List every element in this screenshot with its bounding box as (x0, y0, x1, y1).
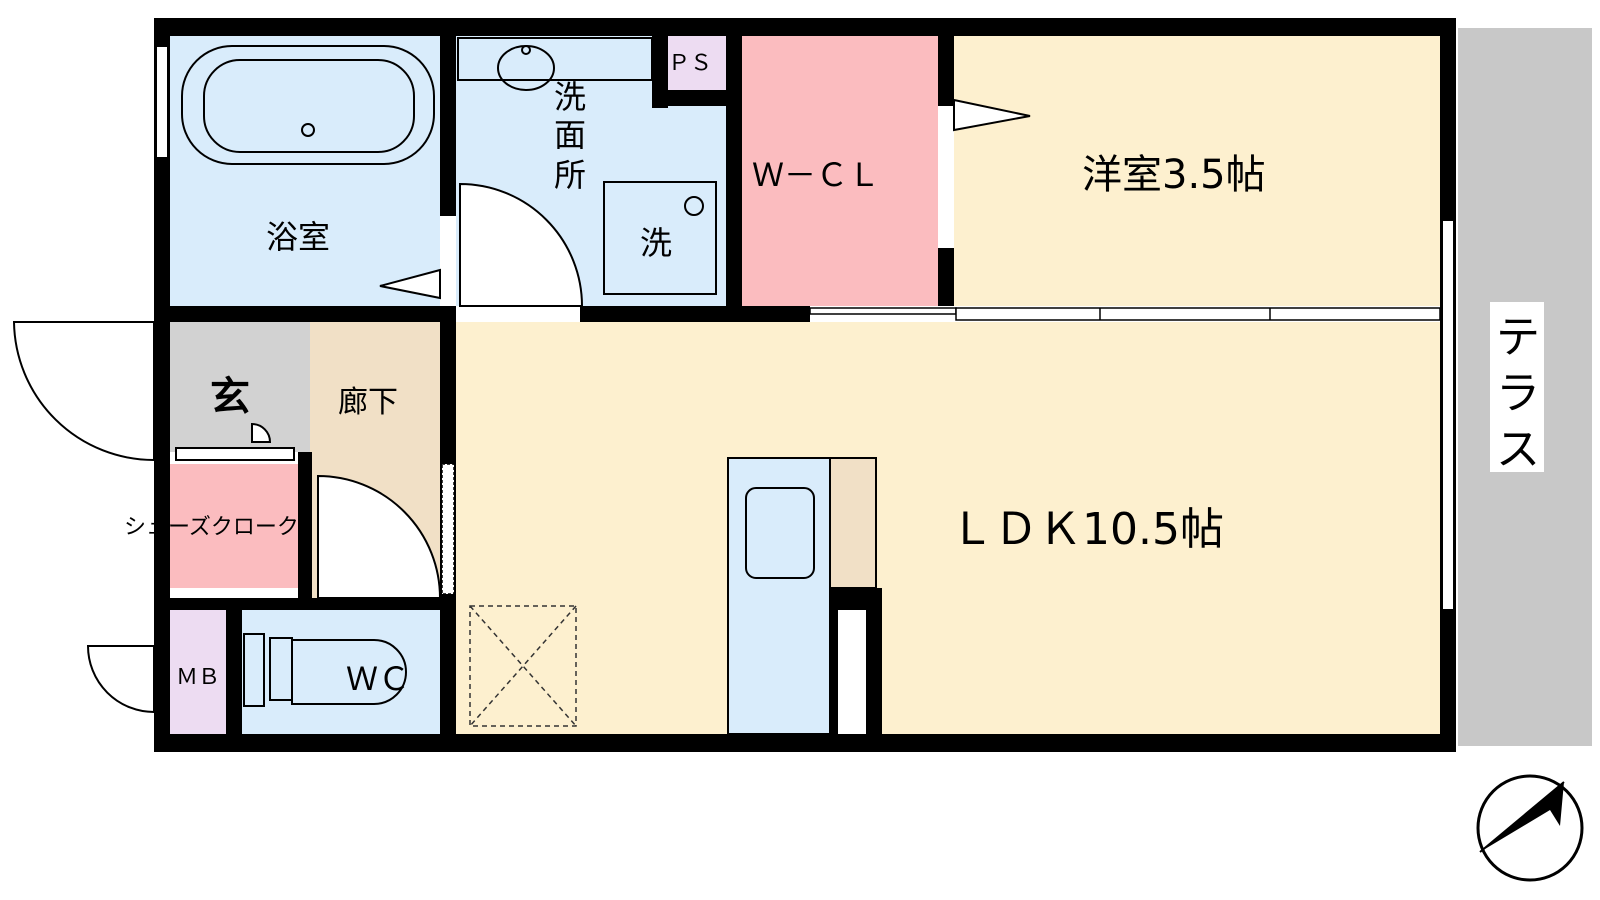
meter-box-label: ＭＢ (176, 665, 220, 690)
bath-label: 浴室 (266, 218, 330, 256)
terrace-label-2: ラ (1496, 368, 1540, 419)
ps-label: ＰＳ (668, 51, 712, 76)
toilet-floor (242, 610, 440, 734)
meter-box-floor (170, 610, 226, 734)
washroom-label-1: 洗 (554, 78, 586, 116)
interior-walls (170, 36, 954, 734)
door-swings (12, 98, 1031, 714)
ps-floor (668, 36, 726, 90)
terrace-label-3: ス (1496, 424, 1540, 475)
bath-floor (170, 36, 440, 306)
wash-basin (457, 37, 653, 91)
hallway-label: 廊下 (338, 385, 398, 420)
shoe-cloak-label: シューズクローク (124, 515, 299, 540)
bathtub (181, 45, 435, 165)
western-room-floor (954, 36, 1440, 306)
kitchen-sink (745, 487, 815, 579)
storage-box (469, 605, 577, 727)
toilet-fixture (243, 633, 407, 707)
left-windows (155, 45, 169, 159)
washroom-label-2: 面 (554, 116, 586, 154)
washer-label: 洗 (640, 224, 672, 262)
hall-sliding-door (441, 463, 455, 595)
shoe-cloak-floor (170, 464, 298, 588)
shoe-cloak-shelf (175, 422, 295, 461)
sliding-doors (809, 307, 1441, 321)
fridge-gap (838, 610, 866, 734)
ldk-label: ＬＤＫ10.5帖 (950, 504, 1224, 555)
kitchen-cabinet (829, 457, 877, 589)
western-room-label: 洋室3.5帖 (1082, 152, 1266, 198)
north-compass-icon (1476, 774, 1584, 882)
washing-machine-space (603, 181, 717, 295)
terrace-windows (1441, 219, 1455, 611)
walk-in-closet-label: Ｗ－ＣＬ (752, 156, 880, 194)
terrace-label-1: テ (1496, 312, 1540, 363)
entrance-label: 玄 (210, 374, 250, 420)
terrace-label-bg (1490, 302, 1544, 472)
washroom-label-3: 所 (554, 156, 586, 194)
toilet-label: ＷＣ (346, 660, 410, 698)
walk-in-closet-floor (742, 36, 938, 306)
entrance-floor (170, 322, 310, 452)
ldk-floor (456, 322, 1440, 734)
